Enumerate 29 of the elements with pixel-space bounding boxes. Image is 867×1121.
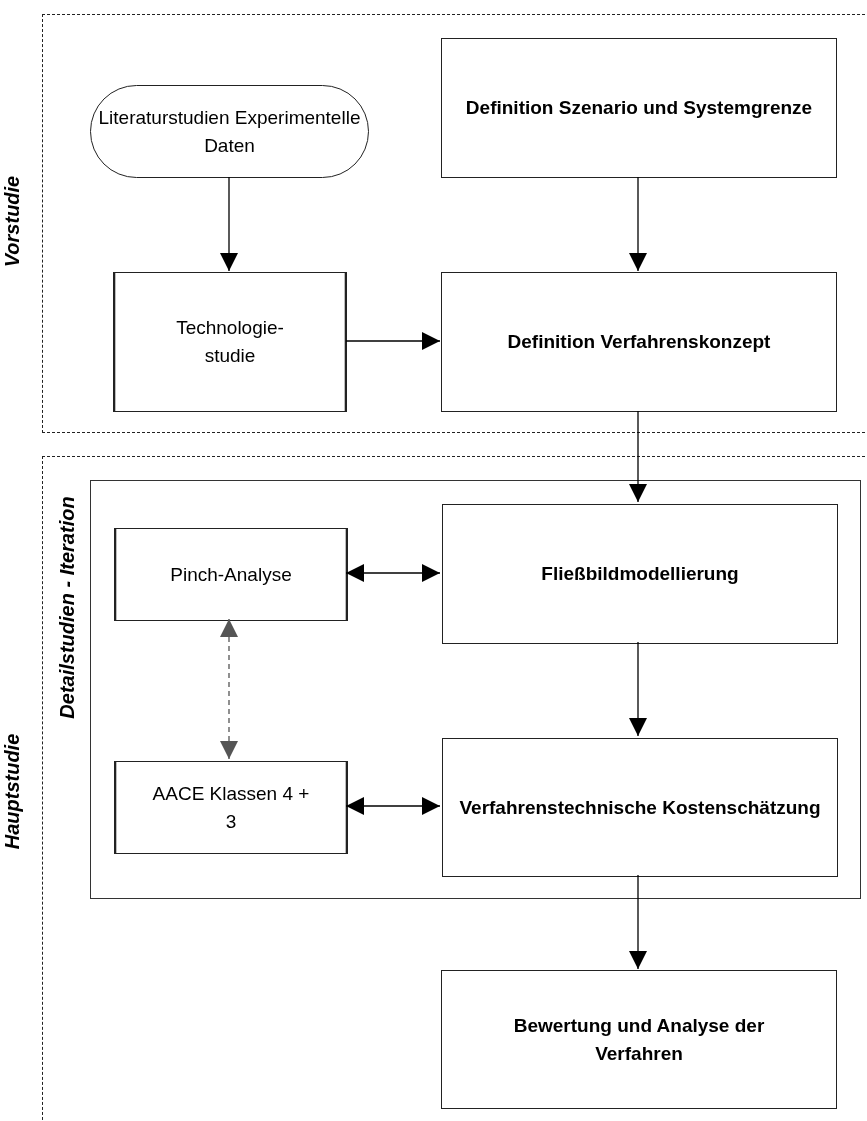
arrow [345,797,441,815]
process-box [442,738,838,877]
node-text: Fließbildmodellierung [541,562,739,587]
node-text: AACE Klassen 4 + 3 [151,781,311,834]
arrow [629,874,647,970]
node-text: Definition Szenario und Systemgrenze [465,96,813,121]
arrow [220,618,238,760]
process-box [442,504,838,644]
predefined-process-box [113,272,347,412]
section-label: Detailstudien - Iteration [55,495,79,719]
process-box [441,272,837,412]
section-label: Vorstudie [1,175,25,267]
arrow [345,332,441,350]
node-text: Verfahrenstechnische Kostenschätzung [459,795,821,820]
predefined-process-box [114,761,348,854]
node-text: Bewertung und Analyse der Verfahren [512,1013,766,1066]
predefined-process-box [114,528,348,621]
section-label: Hauptstudie [1,733,25,849]
arrow [629,410,647,503]
node-text: Literaturstudien Experimentelle Daten [97,105,362,158]
process-box [441,38,837,178]
arrow [220,176,238,272]
arrow [629,641,647,737]
node-text: Technologie-studie [175,316,285,368]
arrow [345,564,441,582]
process-box [441,970,837,1109]
node-text: Definition Verfahrenskonzept [507,330,771,355]
arrow [629,176,647,272]
node-text: Pinch-Analyse [170,562,292,587]
